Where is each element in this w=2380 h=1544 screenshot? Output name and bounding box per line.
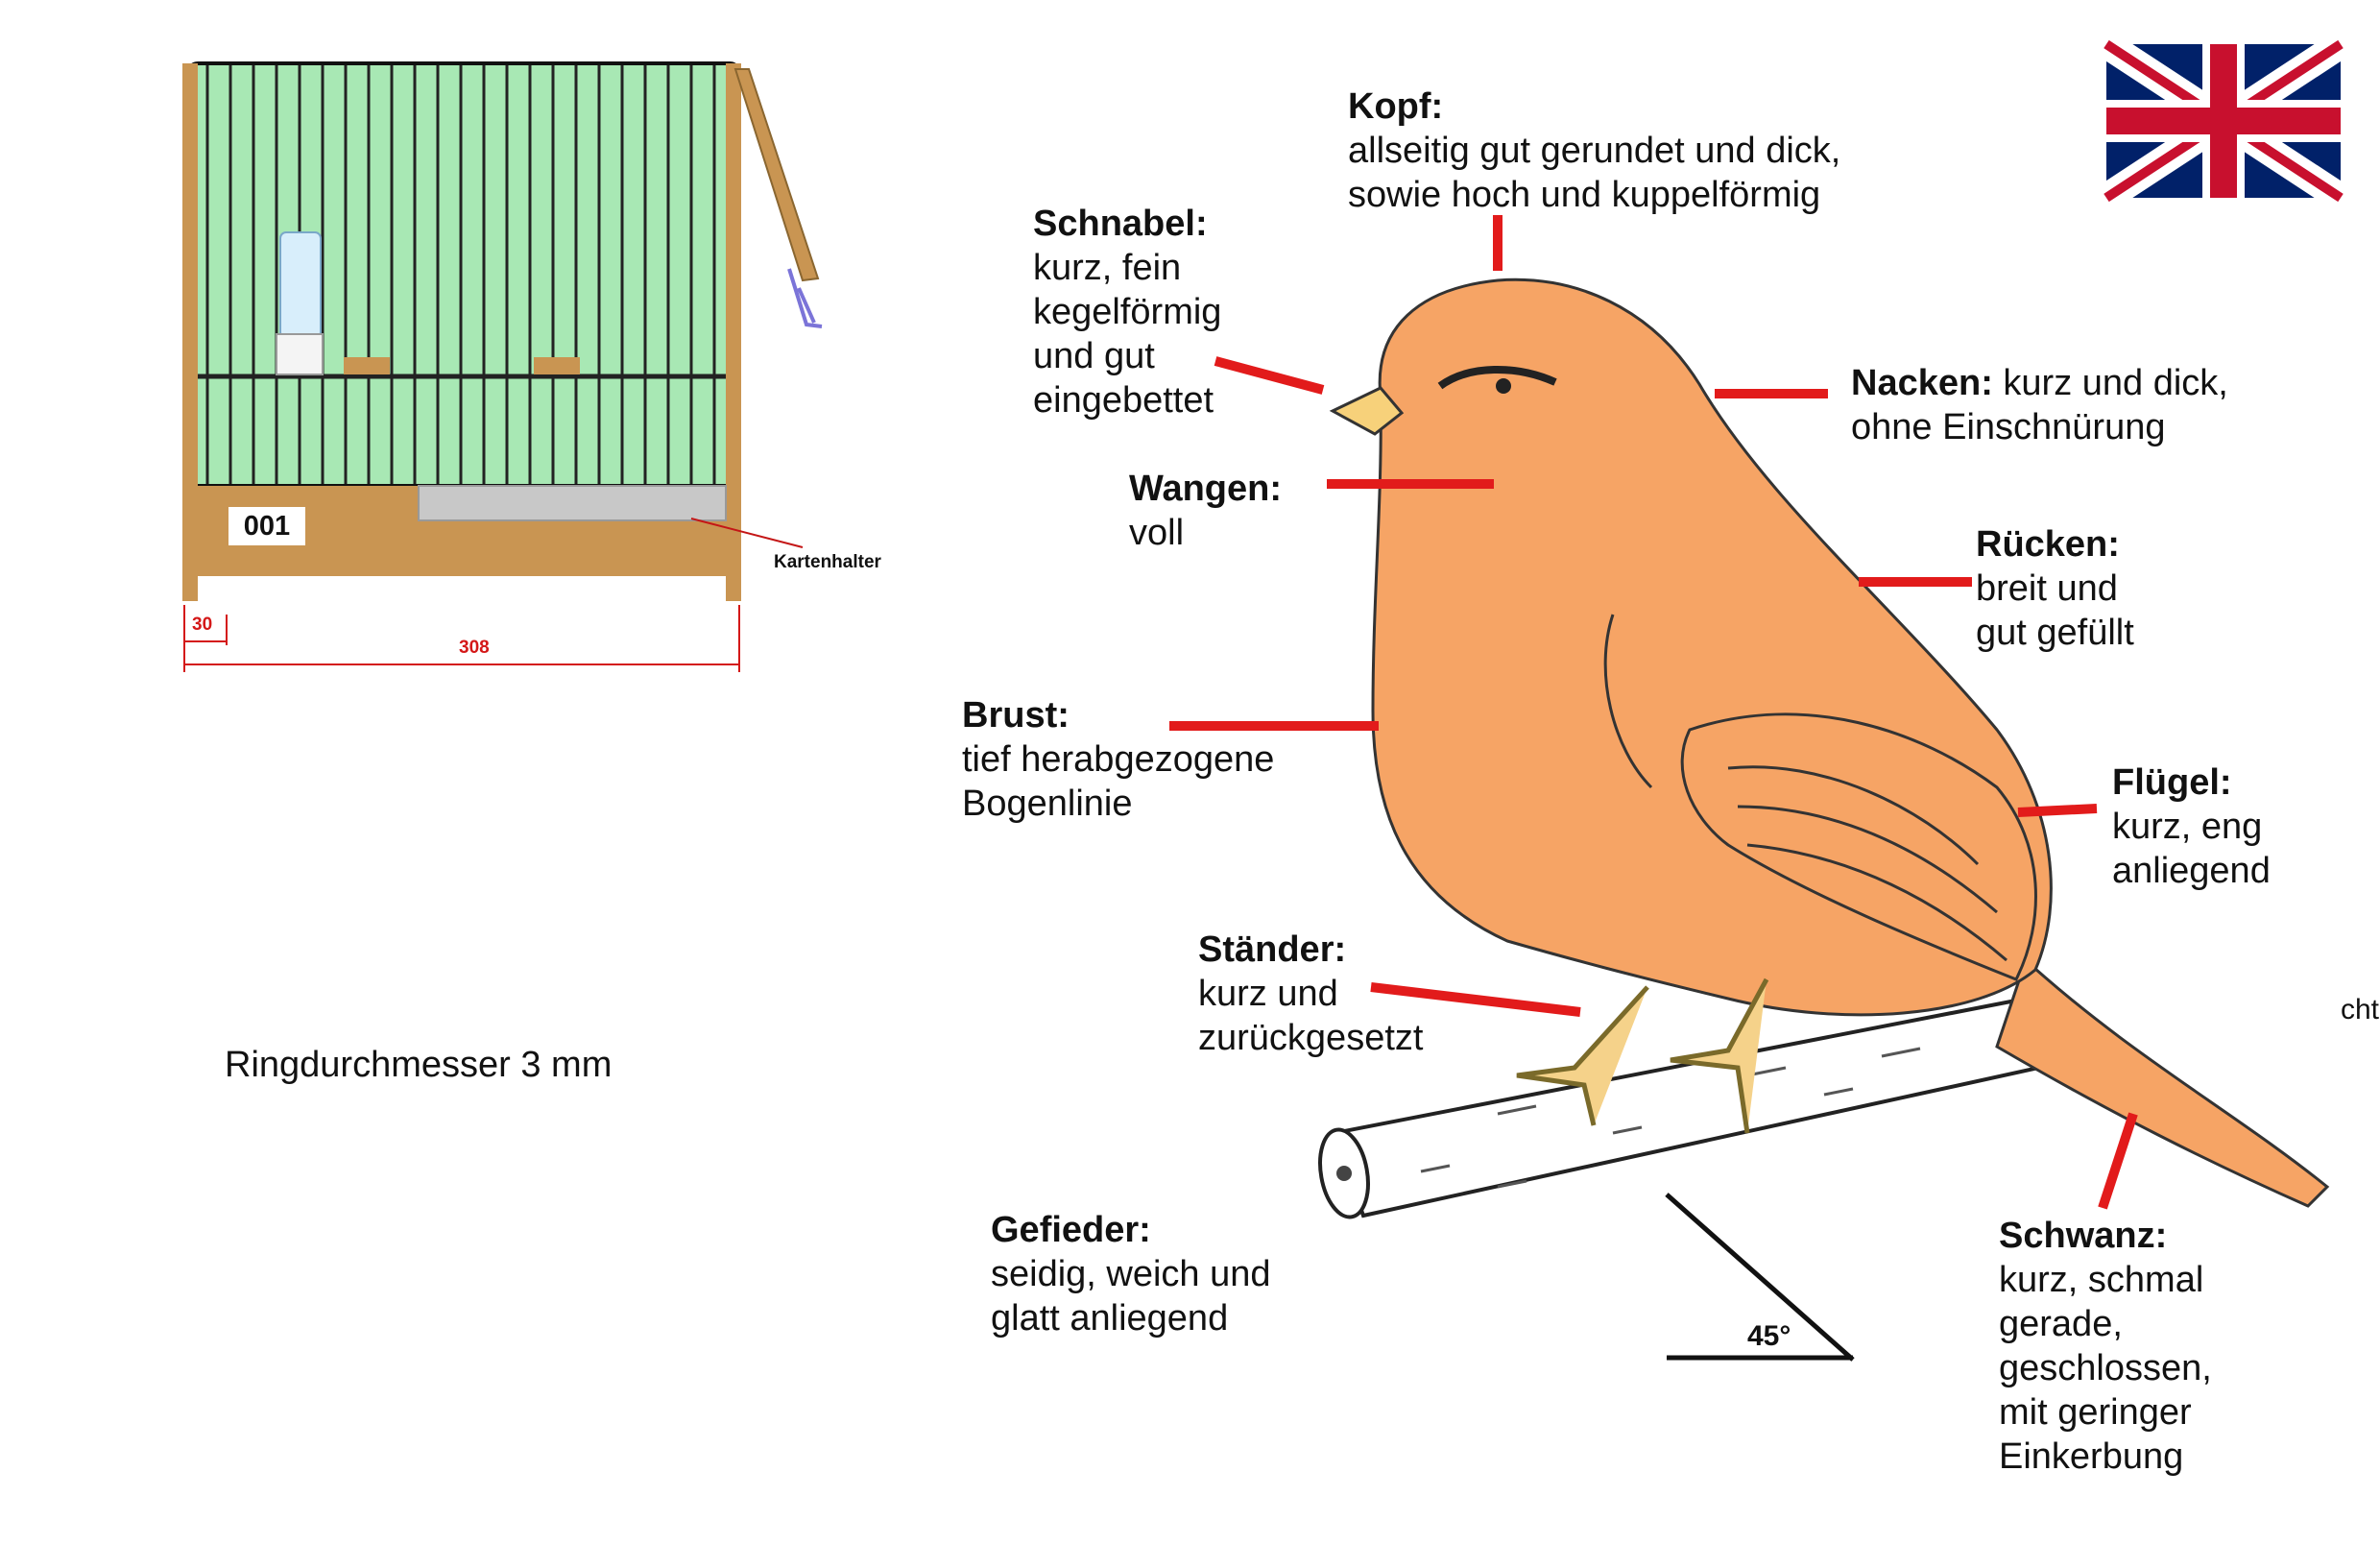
- label-fluegel-body: kurz, eng anliegend: [2112, 807, 2271, 891]
- label-wangen: Wangen: voll: [1129, 467, 1282, 555]
- label-schwanz: Schwanz: kurz, schmal gerade, geschlosse…: [1999, 1214, 2212, 1479]
- label-wangen-title: Wangen:: [1129, 469, 1283, 509]
- label-fluegel-title: Flügel:: [2112, 762, 2232, 803]
- pointer-fluegel: [2017, 804, 2098, 817]
- label-brust-title: Brust:: [962, 695, 1070, 736]
- label-gefieder-body: seidig, weich und glatt anliegend: [991, 1254, 1271, 1339]
- bird-eye: [1496, 378, 1511, 394]
- angle-label: 45°: [1747, 1320, 1791, 1352]
- label-kopf-title: Kopf:: [1348, 86, 1444, 127]
- label-gefieder: Gefieder: seidig, weich und glatt anlieg…: [991, 1208, 1271, 1340]
- cage-left-post: [182, 63, 198, 601]
- dimension-small: 30: [192, 615, 213, 635]
- wing-feathers: [1603, 614, 2007, 962]
- label-nacken-title: Nacken:: [1851, 363, 1993, 403]
- label-brust: Brust: tief herabgezogene Bogenlinie: [962, 693, 1274, 826]
- cage-drawing: [182, 61, 823, 672]
- cage-card-number: 001: [228, 507, 305, 545]
- label-brust-body: tief herabgezogene Bogenlinie: [962, 739, 1275, 824]
- label-gefieder-title: Gefieder:: [991, 1210, 1151, 1250]
- perch-right: [534, 357, 580, 374]
- label-ruecken: Rücken: breit und gut gefüllt: [1976, 522, 2134, 655]
- label-nacken-inline: kurz und dick,: [2003, 363, 2228, 403]
- pointer-schwanz: [2098, 1112, 2138, 1210]
- bird-tail: [1995, 957, 2330, 1208]
- bird-eye-brow: [1437, 366, 1557, 390]
- ring-diameter-text: Ringdurchmesser 3 mm: [225, 1045, 613, 1085]
- card-holder: [418, 485, 727, 521]
- label-schnabel-title: Schnabel:: [1033, 204, 1208, 244]
- label-nacken-body: ohne Einschnürung: [1851, 407, 2166, 447]
- uk-flag-icon[interactable]: [2098, 32, 2349, 210]
- label-schnabel: Schnabel: kurz, fein kegelförmig und gut…: [1033, 202, 1221, 422]
- label-staender-body: kurz und zurückgesetzt: [1198, 974, 1424, 1058]
- cage-front: [186, 61, 741, 488]
- label-wangen-body: voll: [1129, 513, 1185, 553]
- label-fluegel: Flügel: kurz, eng anliegend: [2112, 760, 2271, 893]
- water-cup: [276, 333, 324, 375]
- cut-off-text: cht: [2341, 994, 2380, 1025]
- perch-left: [344, 357, 390, 374]
- bird-wing: [1680, 712, 2037, 981]
- cage-right-post: [726, 63, 741, 601]
- label-schnabel-body: kurz, fein kegelförmig und gut eingebett…: [1033, 248, 1222, 421]
- angle-indicator: [1665, 1193, 1855, 1362]
- label-staender: Ständer: kurz und zurückgesetzt: [1198, 928, 1423, 1060]
- label-kopf-body: allseitig gut gerundet und dick, sowie h…: [1348, 131, 1841, 215]
- label-kopf: Kopf: allseitig gut gerundet und dick, s…: [1348, 84, 1840, 217]
- dimension-lines: [183, 605, 740, 672]
- cage-bars: [205, 65, 716, 484]
- label-schwanz-title: Schwanz:: [1999, 1216, 2168, 1256]
- water-bottle: [279, 231, 322, 339]
- bird-beak: [1329, 386, 1405, 436]
- pointer-schnabel: [1214, 356, 1325, 395]
- card-holder-pointer: [690, 518, 804, 548]
- label-nacken: Nacken: kurz und dick, ohne Einschnürung: [1851, 361, 2228, 449]
- bird-legs: [1516, 977, 1769, 1134]
- dimension-width: 308: [459, 638, 490, 658]
- cage-door-hook-arm: [733, 68, 820, 282]
- pointer-staender: [1370, 982, 1581, 1017]
- label-staender-title: Ständer:: [1198, 929, 1347, 970]
- label-ruecken-body: breit und gut gefüllt: [1976, 568, 2134, 653]
- pointer-lines: [1169, 215, 2138, 1210]
- hook-icon: [787, 268, 823, 328]
- card-holder-label: Kartenhalter: [774, 552, 881, 572]
- label-schwanz-body: kurz, schmal gerade, geschlossen, mit ge…: [1999, 1260, 2212, 1477]
- label-ruecken-title: Rücken:: [1976, 524, 2120, 565]
- perch-branch: [1318, 996, 2078, 1219]
